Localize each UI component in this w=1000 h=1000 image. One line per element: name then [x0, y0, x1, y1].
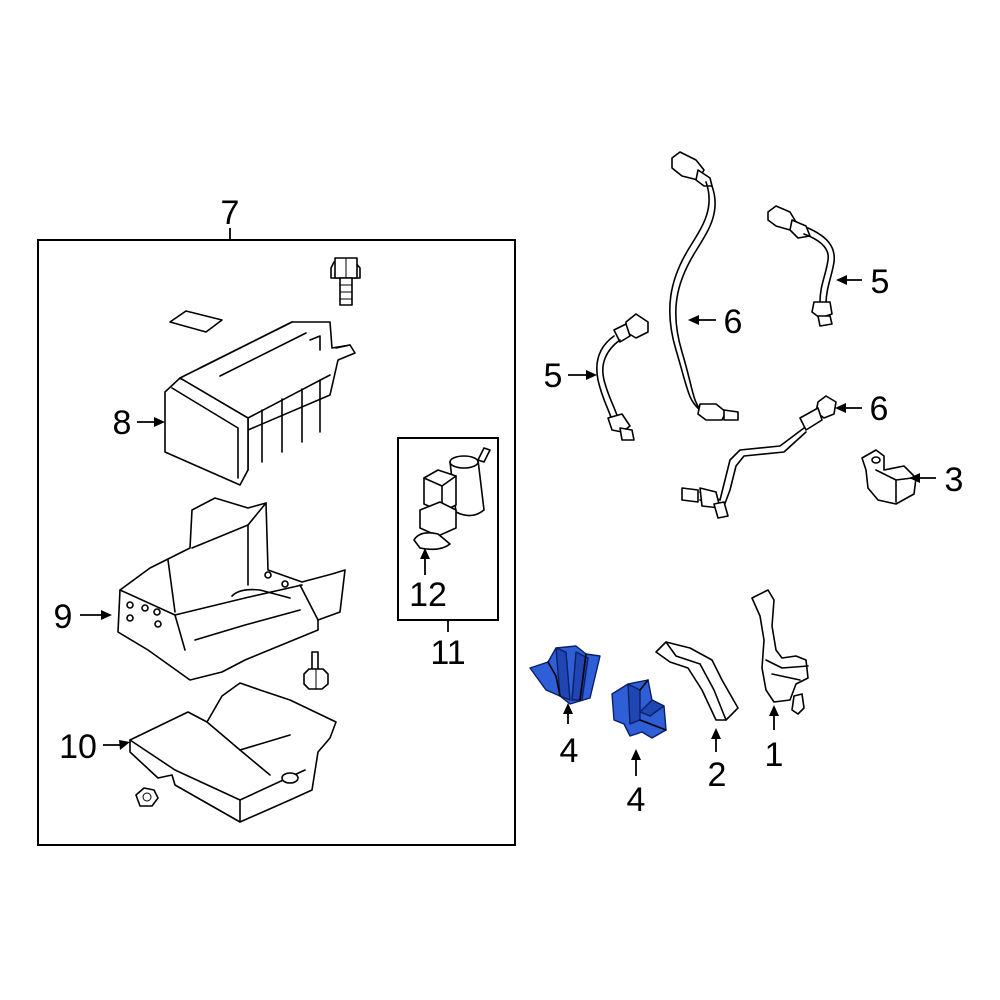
oxygen-sensor-downstream-left-part[interactable]	[596, 313, 649, 441]
purge-valve-part[interactable]	[413, 447, 491, 551]
assembly-group-box	[37, 239, 516, 846]
callout-4-right: 4	[627, 781, 646, 819]
callout-9: 9	[54, 598, 73, 636]
sensor-1-part[interactable]	[751, 589, 809, 715]
callout-2: 2	[708, 756, 727, 794]
oxygen-sensor-downstream-right-part[interactable]	[767, 205, 835, 327]
tray-part[interactable]	[117, 497, 346, 681]
oxygen-sensor-upstream-pipe-part[interactable]	[681, 395, 837, 519]
small-bolt-part[interactable]	[303, 651, 329, 690]
oxygen-sensor-upstream-long-part[interactable]	[668, 151, 739, 421]
leader-arrows	[80, 275, 936, 776]
callout-4-left: 4	[560, 732, 579, 770]
callout-6-long: 6	[724, 303, 743, 341]
callout-5-right: 5	[871, 263, 890, 301]
callout-7: 7	[221, 194, 240, 232]
bolt-part[interactable]	[330, 257, 361, 306]
shield-part[interactable]	[129, 682, 337, 823]
bracket-3-part[interactable]	[861, 449, 917, 505]
canister-part[interactable]	[164, 321, 356, 486]
bracket-4-right-part[interactable]	[611, 679, 667, 739]
callout-5-left: 5	[544, 357, 563, 395]
callout-10: 10	[59, 728, 97, 766]
callout-11: 11	[430, 634, 465, 672]
bracket-2-part[interactable]	[655, 641, 739, 721]
callout-12: 12	[409, 576, 447, 614]
callout-8: 8	[113, 404, 132, 442]
bracket-4-left-part[interactable]	[529, 645, 601, 705]
callout-1: 1	[765, 736, 784, 774]
callout-3: 3	[945, 461, 964, 499]
label-plate-part	[169, 310, 223, 333]
callout-6-lower: 6	[870, 390, 889, 428]
nut-part[interactable]	[135, 787, 159, 807]
